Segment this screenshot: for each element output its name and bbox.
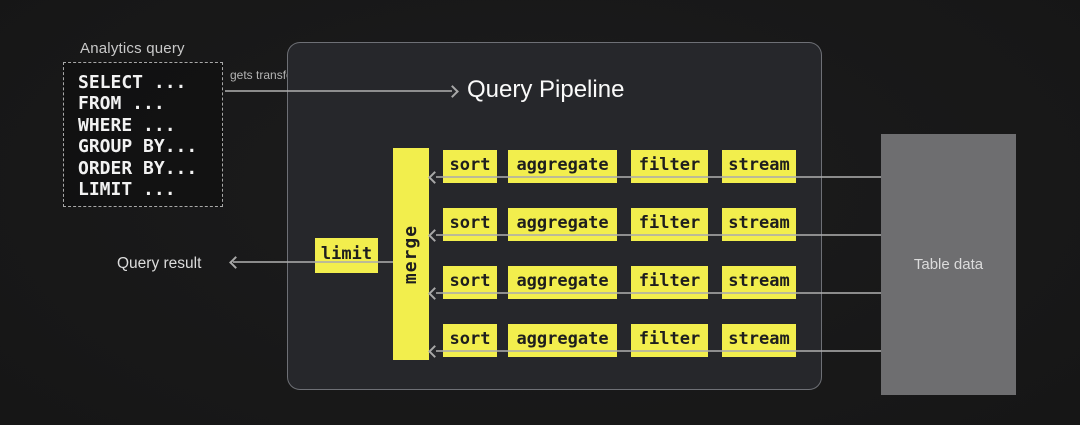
merge-label: merge: [400, 224, 422, 284]
stage-box-sort: sort: [443, 266, 497, 299]
transform-arrow-line: [225, 90, 452, 92]
sql-line: FROM ...: [78, 93, 165, 115]
stage-box-stream: stream: [722, 324, 796, 357]
limit-box: limit: [315, 238, 378, 273]
sql-line: LIMIT ...: [78, 179, 176, 201]
stage-box-aggregate: aggregate: [508, 208, 617, 241]
stage-box-sort: sort: [443, 208, 497, 241]
sql-line: GROUP BY...: [78, 136, 198, 158]
stage-box-sort: sort: [443, 324, 497, 357]
analytics-query-label: Analytics query: [80, 40, 185, 57]
table-data-label: Table data: [913, 256, 984, 273]
sql-line: ORDER BY...: [78, 157, 198, 179]
limit-label: limit: [320, 243, 373, 264]
result-arrow-line: [233, 261, 393, 263]
stage-box-filter: filter: [631, 208, 708, 241]
sql-line: SELECT ...: [78, 72, 187, 93]
pipeline-title: Query Pipeline: [467, 76, 625, 103]
stage-box-aggregate: aggregate: [508, 324, 617, 357]
stage-box-aggregate: aggregate: [508, 150, 617, 183]
stage-box-filter: filter: [631, 150, 708, 183]
arrow-left-icon: [229, 256, 242, 269]
stage-box-sort: sort: [443, 150, 497, 183]
row-arrow-line: [436, 176, 881, 178]
row-arrow-line: [436, 234, 881, 236]
stage-box-stream: stream: [722, 266, 796, 299]
sql-query-box: SELECT ... FROM ... WHERE ... GROUP BY..…: [63, 62, 223, 207]
stage-box-filter: filter: [631, 324, 708, 357]
merge-box: merge: [393, 148, 429, 360]
stage-box-stream: stream: [722, 208, 796, 241]
sql-line: WHERE ...: [78, 114, 176, 136]
stage-box-filter: filter: [631, 266, 708, 299]
table-data-box: Table data: [881, 134, 1016, 395]
row-arrow-line: [436, 350, 881, 352]
stage-box-aggregate: aggregate: [508, 266, 617, 299]
stage-box-stream: stream: [722, 150, 796, 183]
row-arrow-line: [436, 292, 881, 294]
query-result-label: Query result: [117, 255, 202, 272]
